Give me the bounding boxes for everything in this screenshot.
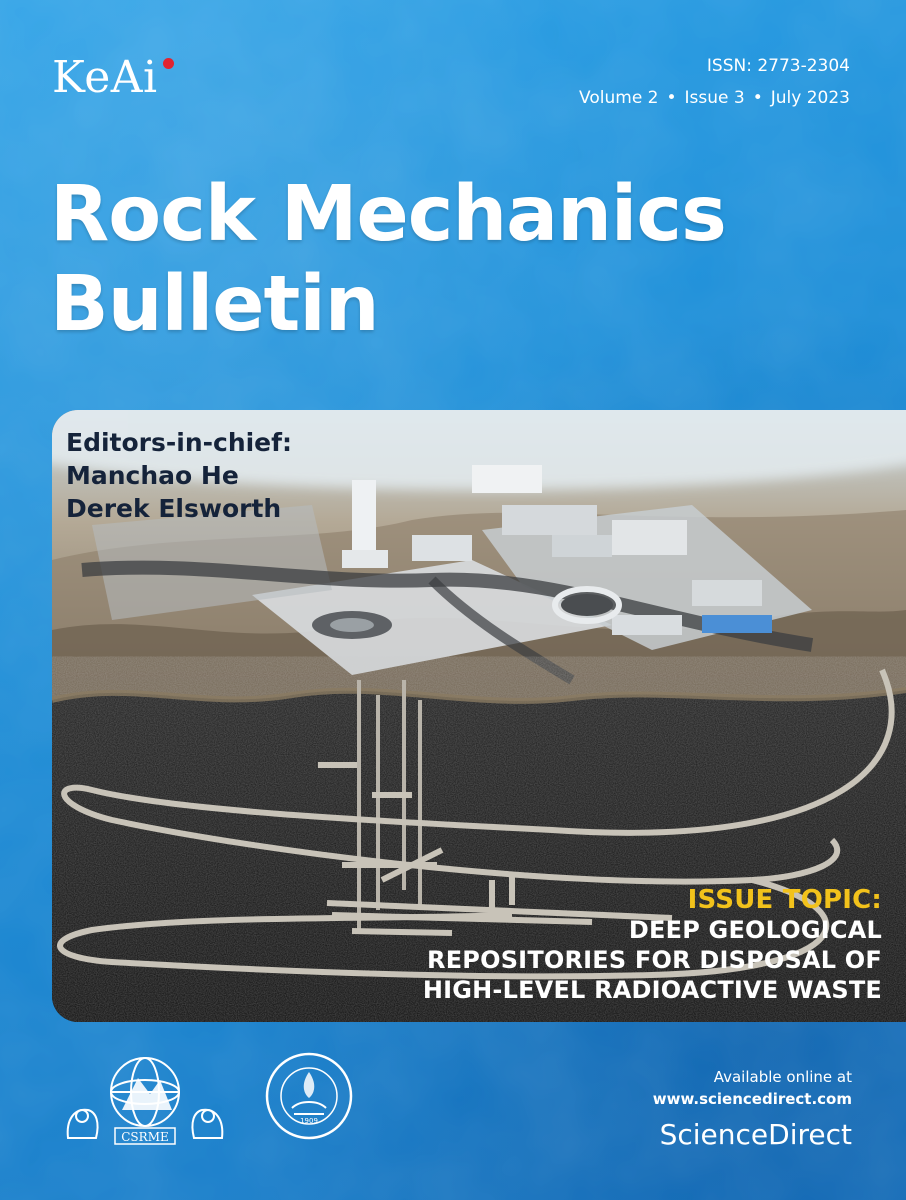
disposal-tunnels xyxy=(318,762,673,936)
journal-title: Rock Mechanics Bulletin xyxy=(50,170,880,350)
issue-topic: ISSUE TOPIC: DEEP GEOLOGICAL REPOSITORIE… xyxy=(423,885,882,1005)
issue-date: July 2023 xyxy=(770,88,850,108)
cover-illustration xyxy=(52,410,906,1022)
available-online-text: Available online at xyxy=(713,1068,852,1086)
separator: • xyxy=(666,88,677,108)
issue-topic-heading: ISSUE TOPIC: xyxy=(687,885,882,915)
sciencedirect-url[interactable]: www.sciencedirect.com xyxy=(652,1090,852,1108)
editor-name: Manchao He xyxy=(66,461,239,490)
journal-title-line1: Rock Mechanics xyxy=(50,170,727,259)
separator: • xyxy=(752,88,763,108)
university-seal: 1909 xyxy=(265,1052,353,1140)
csrme-emblem: CSRME xyxy=(66,1057,224,1145)
spiral-ramp xyxy=(57,668,895,980)
journal-title-line2: Bulletin xyxy=(50,260,380,349)
issue-line: Volume 2 • Issue 3 • July 2023 xyxy=(579,88,850,108)
issue-topic-line: DEEP GEOLOGICAL xyxy=(628,916,882,944)
issn: ISSN: 2773-2304 xyxy=(706,56,850,76)
keai-logo-dot xyxy=(163,58,174,69)
editors-block: Editors-in-chief: Manchao He Derek Elswo… xyxy=(66,426,292,525)
editors-heading: Editors-in-chief: xyxy=(66,428,293,457)
keai-logo: KeAi xyxy=(52,52,158,103)
shafts xyxy=(357,680,422,930)
volume: Volume 2 xyxy=(579,88,659,108)
issue-topic-line: REPOSITORIES FOR DISPOSAL OF xyxy=(427,946,882,974)
issue-number: Issue 3 xyxy=(684,88,745,108)
csrme-label: CSRME xyxy=(121,1130,168,1144)
editor-name: Derek Elsworth xyxy=(66,494,282,523)
repository-illustration xyxy=(52,410,906,1022)
sciencedirect-logo: ScienceDirect xyxy=(659,1118,852,1151)
university-year: 1909 xyxy=(300,1117,318,1125)
issue-topic-line: HIGH-LEVEL RADIOACTIVE WASTE xyxy=(422,976,882,1004)
